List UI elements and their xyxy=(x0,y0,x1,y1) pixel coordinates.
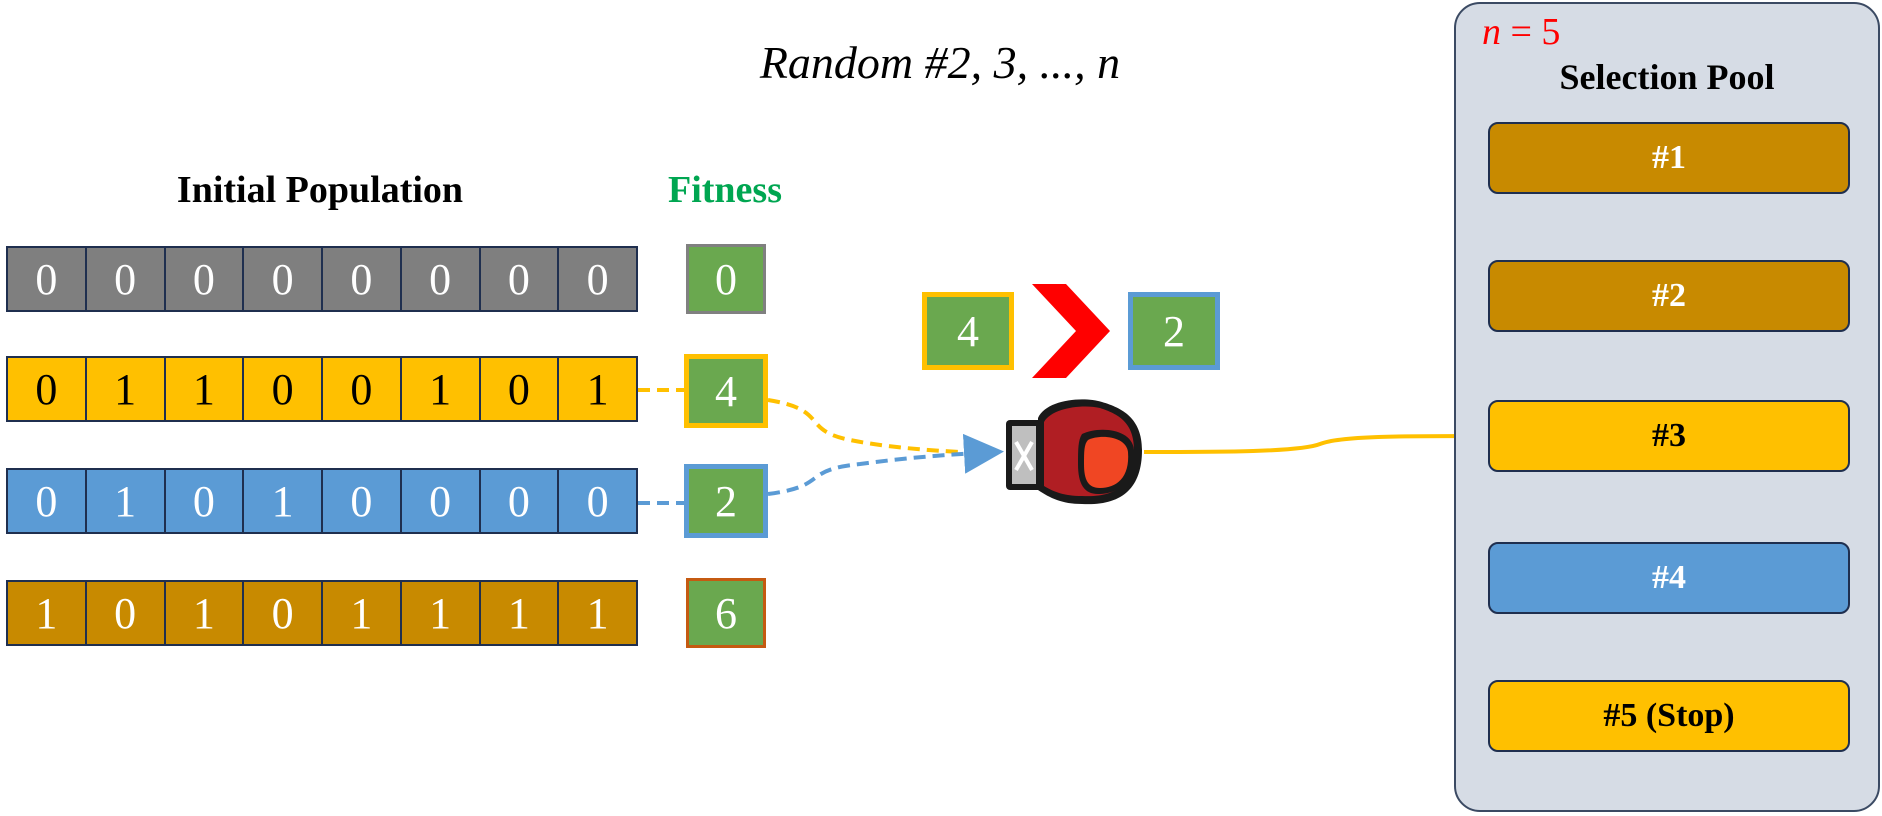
gene-cell: 0 xyxy=(481,470,560,532)
gene-cell: 1 xyxy=(166,358,245,420)
gene-cell: 0 xyxy=(8,470,87,532)
gene-cell: 0 xyxy=(244,582,323,644)
gene-cell: 1 xyxy=(481,582,560,644)
gene-cell: 0 xyxy=(402,470,481,532)
pool-slot-5: #5 (Stop) xyxy=(1488,680,1850,752)
gene-cell: 1 xyxy=(402,582,481,644)
gene-cell: 1 xyxy=(87,470,166,532)
gene-cell: 0 xyxy=(244,358,323,420)
gene-cell: 0 xyxy=(8,248,87,310)
gene-cell: 0 xyxy=(166,248,245,310)
initial-population-heading: Initial Population xyxy=(176,169,464,211)
gene-cell: 0 xyxy=(166,470,245,532)
selection-pool-title: Selection Pool xyxy=(1559,57,1775,97)
gene-cell: 1 xyxy=(402,358,481,420)
pool-slot-4: #4 xyxy=(1488,542,1850,614)
gene-cell: 0 xyxy=(481,248,560,310)
gene-cell: 0 xyxy=(87,582,166,644)
gene-cell: 0 xyxy=(8,358,87,420)
gene-cell: 0 xyxy=(481,358,560,420)
gene-cell: 0 xyxy=(87,248,166,310)
gene-cell: 0 xyxy=(323,248,402,310)
gene-cell: 1 xyxy=(244,470,323,532)
gene-cell: 1 xyxy=(586,364,609,414)
chromosome-row-2: 0 1 1 0 0 1 0 1 xyxy=(6,356,638,422)
pool-size-label: n = 5 xyxy=(1482,11,1561,53)
chromosome-row-3: 0 1 0 1 0 0 0 0 xyxy=(6,468,638,534)
gene-cell: 0 xyxy=(586,254,609,304)
pool-slot-3: #3 xyxy=(1488,400,1850,472)
chromosome-row-4: 1 0 1 0 1 1 1 1 xyxy=(6,580,638,646)
fitness-value-1: 0 xyxy=(686,244,766,314)
gene-cell: 1 xyxy=(586,588,609,638)
gene-cell: 1 xyxy=(323,582,402,644)
arrow-to-selection-slot xyxy=(1143,416,1494,457)
comparison-right-value: 2 xyxy=(1128,292,1220,370)
gene-cell: 1 xyxy=(166,582,245,644)
greater-than-chevron-icon xyxy=(1032,284,1110,378)
fitness-value-4: 6 xyxy=(686,578,766,648)
pool-slot-2: #2 xyxy=(1488,260,1850,332)
gene-cell: 0 xyxy=(402,248,481,310)
gene-cell: 0 xyxy=(244,248,323,310)
gene-cell: 0 xyxy=(323,470,402,532)
chromosome-row-1: 0 0 0 0 0 0 0 0 xyxy=(6,246,638,312)
gene-cell: 0 xyxy=(323,358,402,420)
dashed-arrow-fitness-3 xyxy=(767,433,1004,496)
pool-slot-1: #1 xyxy=(1488,122,1850,194)
gene-cell: 1 xyxy=(87,358,166,420)
boxing-glove-icon xyxy=(1006,399,1142,505)
dashed-arrow-fitness-2 xyxy=(767,398,1001,456)
fitness-value-3: 2 xyxy=(684,464,768,538)
comparison-left-value: 4 xyxy=(922,292,1014,370)
gene-cell: 0 xyxy=(586,476,609,526)
gene-cell: 1 xyxy=(8,582,87,644)
diagram-title: Random #2, 3, ..., n xyxy=(759,37,1121,88)
fitness-heading: Fitness xyxy=(668,169,782,211)
fitness-value-2: 4 xyxy=(684,354,768,428)
